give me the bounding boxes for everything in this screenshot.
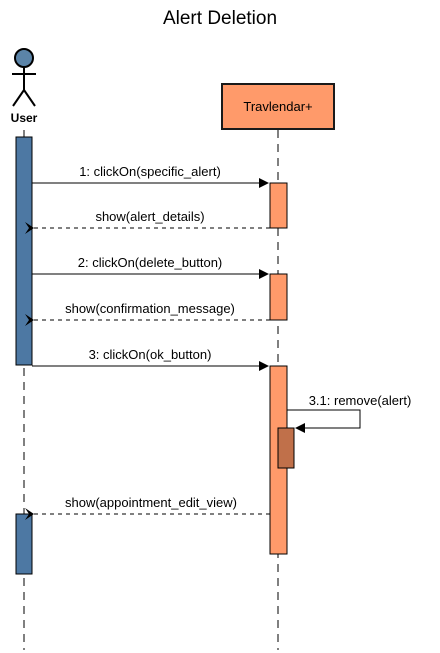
actor-activation-2 bbox=[15, 513, 33, 575]
participant-box bbox=[221, 83, 335, 130]
actor-activation-1 bbox=[15, 136, 33, 366]
message-label: 3.1: remove(alert) bbox=[309, 393, 412, 408]
participant-activation-1 bbox=[269, 182, 288, 229]
participant-travlendar: Travlendar+ bbox=[221, 83, 335, 130]
actor-user: User bbox=[11, 48, 38, 125]
diagram-title: Alert Deletion bbox=[163, 8, 277, 29]
message-7: show(appointment_edit_view) bbox=[25, 495, 270, 520]
message-label: show(appointment_edit_view) bbox=[65, 495, 237, 510]
participant-activation-2 bbox=[269, 273, 288, 321]
message-self: 3.1: remove(alert) bbox=[287, 393, 412, 433]
participant-label: Travlendar+ bbox=[243, 99, 312, 114]
message-2: show(alert_details) bbox=[25, 209, 270, 234]
actor-head-icon bbox=[14, 48, 34, 68]
message-label: show(alert_details) bbox=[95, 209, 204, 224]
message-label: 1: clickOn(specific_alert) bbox=[79, 164, 221, 179]
actor-label: User bbox=[11, 111, 38, 125]
message-4: show(confirmation_message) bbox=[25, 301, 270, 326]
message-3: 2: clickOn(delete_button) bbox=[32, 255, 269, 279]
message-5: 3: clickOn(ok_button) bbox=[32, 347, 269, 371]
nested-activation bbox=[277, 427, 295, 469]
message-label: 2: clickOn(delete_button) bbox=[78, 255, 223, 270]
message-label: show(confirmation_message) bbox=[65, 301, 235, 316]
message-1: 1: clickOn(specific_alert) bbox=[32, 164, 269, 188]
message-label: 3: clickOn(ok_button) bbox=[89, 347, 212, 362]
